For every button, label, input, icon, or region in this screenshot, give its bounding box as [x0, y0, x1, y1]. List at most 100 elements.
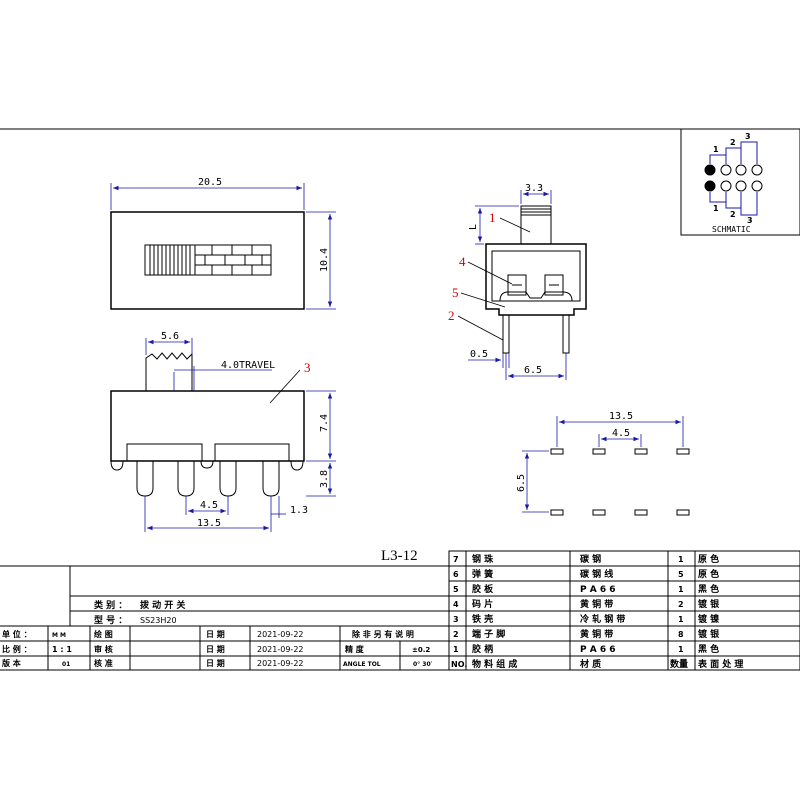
schematic-pin-top-2: 2	[730, 138, 736, 147]
side-knob	[520, 205, 552, 245]
front-knob	[145, 352, 193, 391]
dim-side-pin-label: 0.5	[470, 349, 488, 360]
callout-4: 4	[459, 254, 466, 269]
bom-cell-name: 钢 珠	[472, 553, 494, 565]
dim-side-knob	[520, 190, 552, 204]
version-value: 01	[62, 661, 70, 668]
bom-cell-no: 4	[453, 600, 459, 609]
bom-cell-no: 7	[453, 555, 459, 564]
bom-cell-name: 端 子 脚	[472, 628, 505, 640]
bom-cell-no: 2	[453, 630, 459, 639]
dim-side-knob-height	[475, 205, 519, 245]
bom-cell-material: 黄 铜 带	[580, 628, 613, 640]
scale-label: 比 例 ：	[2, 644, 32, 654]
bom-cell-material: P A 6 6	[580, 585, 616, 595]
callout-2: 2	[448, 308, 455, 323]
model-label: 型 号 ：	[94, 614, 127, 626]
front-view: 5.6 4.0TRAVEL 7.4 3.8 4.5	[110, 331, 336, 532]
front-pins	[136, 461, 280, 497]
bom-cell-qty: 1	[678, 585, 684, 594]
model-value: SS23H20	[140, 616, 177, 625]
schematic-pin-top-3: 3	[745, 132, 751, 141]
category-label: 类 别 ：	[94, 599, 127, 611]
bom-header-no: NO.	[451, 660, 467, 669]
bom-cell-material: 碳 钢	[580, 553, 601, 565]
approve-label: 核 准	[94, 658, 113, 668]
bom-cell-material: 碳 钢 线	[580, 568, 613, 580]
bom-cell-name: 胶 板	[472, 583, 494, 595]
bom-cell-no: 3	[453, 615, 459, 624]
date-label-1: 日 期	[206, 629, 225, 639]
dim-travel	[173, 366, 272, 391]
schematic-pin-top-1: 1	[713, 145, 719, 154]
dim-knob-width	[145, 338, 193, 355]
bom-cell-finish: 原 色	[698, 553, 719, 565]
date-label-3: 日 期	[206, 658, 225, 668]
bom-cell-qty: 2	[678, 600, 684, 609]
bom-cell-no: 5	[453, 585, 459, 594]
category-value: 拨 动 开 关	[140, 599, 185, 611]
drawing-title: L3-12	[381, 548, 418, 564]
dim-pcb-span-label: 13.5	[609, 411, 633, 422]
date-label-2: 日 期	[206, 644, 225, 654]
top-view: 20.5 10.4	[110, 177, 336, 310]
bom-cell-qty: 1	[678, 645, 684, 654]
dim-side-pin	[468, 353, 510, 368]
drawing-frame	[0, 128, 800, 567]
schematic-pin-bottom-1: 1	[713, 204, 719, 213]
side-housing	[485, 243, 587, 316]
bom-cell-finish: 黑 色	[698, 643, 719, 655]
side-view: 3.3 L 0.5 6.5 1 4 5 2	[448, 183, 587, 380]
dim-pcb-row-label: 6.5	[516, 474, 527, 492]
dim-pcb-pitch-label: 4.5	[612, 428, 630, 439]
bom-header-qty: 数量	[670, 658, 688, 670]
bom-cell-name: 弹 簧	[472, 568, 493, 580]
schematic: 1 2 3 1 2 3 SCHMATIC	[680, 128, 800, 236]
dim-pin-pitch-label: 4.5	[200, 500, 218, 511]
dim-pin-pitch	[185, 496, 229, 515]
version-label: 版 本	[1, 658, 21, 668]
bom-cell-finish: 镀 银	[698, 598, 720, 610]
dim-pin-length	[306, 463, 336, 497]
bom-cell-qty: 8	[678, 630, 684, 639]
schematic-pin-bottom-2: 2	[730, 210, 736, 219]
dim-body-height-label: 7.4	[319, 414, 330, 432]
date-2: 2021-09-22	[257, 645, 304, 654]
bom-cell-no: 1	[453, 645, 459, 654]
bom-cell-name: 码 片	[472, 598, 493, 610]
bom-cell-qty: 1	[678, 615, 684, 624]
bom-cell-name: 铁 壳	[472, 613, 493, 625]
dim-travel-label: 4.0TRAVEL	[221, 360, 275, 371]
dim-top-height	[306, 211, 336, 310]
bom-cell-finish: 原 色	[698, 568, 719, 580]
accuracy-value: ±0.2	[412, 646, 430, 654]
scale-value: 1 : 1	[52, 645, 72, 654]
dim-knob-width-label: 5.6	[161, 331, 179, 342]
bom-cell-no: 6	[453, 570, 459, 579]
unit-label: 单 位 ：	[2, 629, 32, 639]
bom-header-material: 材 质	[579, 658, 601, 670]
dim-top-height-label: 10.4	[319, 248, 330, 272]
callout-1: 1	[489, 210, 496, 225]
dim-pin-offset	[271, 496, 286, 518]
accuracy-label: 精 度	[345, 644, 365, 654]
bom-cell-material: 黄 铜 带	[580, 598, 613, 610]
dim-pin-offset-label: 1.3	[290, 505, 308, 516]
bom-cell-finish: 黑 色	[698, 583, 719, 595]
note: 除 非 另 有 说 明	[352, 629, 414, 639]
schematic-label: SCHMATIC	[712, 225, 751, 234]
dim-top-width-label: 20.5	[198, 177, 222, 188]
bom-cell-name: 胶 柄	[472, 643, 493, 655]
check-label: 审 核	[94, 644, 113, 654]
bom-header-name: 物 料 组 成	[472, 658, 517, 670]
pcb-layout: 13.5 4.5 6.5	[516, 411, 690, 516]
unit-value: M M	[52, 632, 66, 639]
slider-knob	[144, 244, 272, 276]
angle-value: 0° 30′	[413, 661, 433, 668]
bom-table	[448, 550, 800, 671]
dim-pin-length-label: 3.8	[319, 470, 330, 488]
date-3: 2021-09-22	[257, 659, 304, 668]
title-block	[0, 566, 449, 671]
